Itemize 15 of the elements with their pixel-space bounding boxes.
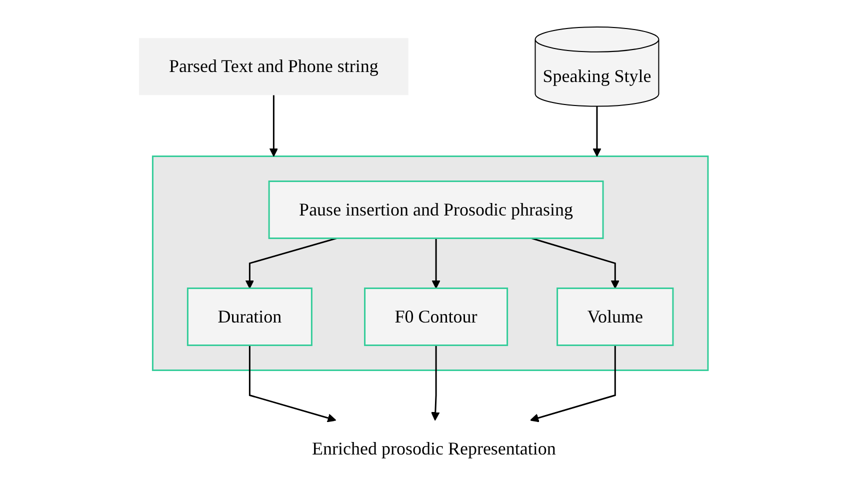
cluster — [152, 155, 709, 371]
arrow — [245, 237, 337, 289]
arrow — [531, 237, 620, 289]
node-text: Enriched prosodic Representation — [312, 438, 556, 458]
node-box: Volume — [556, 287, 674, 346]
node-box: Parsed Text and Phone string — [139, 38, 408, 95]
arrow — [269, 95, 278, 157]
node-box: F0 Contour — [364, 287, 508, 346]
node-box: Duration — [186, 287, 312, 346]
arrow — [432, 238, 440, 289]
node-box: Pause insertion and Prosodic phrasing — [268, 180, 604, 239]
arrow — [248, 345, 336, 422]
arrow — [592, 106, 602, 157]
arrow — [530, 345, 616, 422]
arrow — [431, 345, 440, 421]
